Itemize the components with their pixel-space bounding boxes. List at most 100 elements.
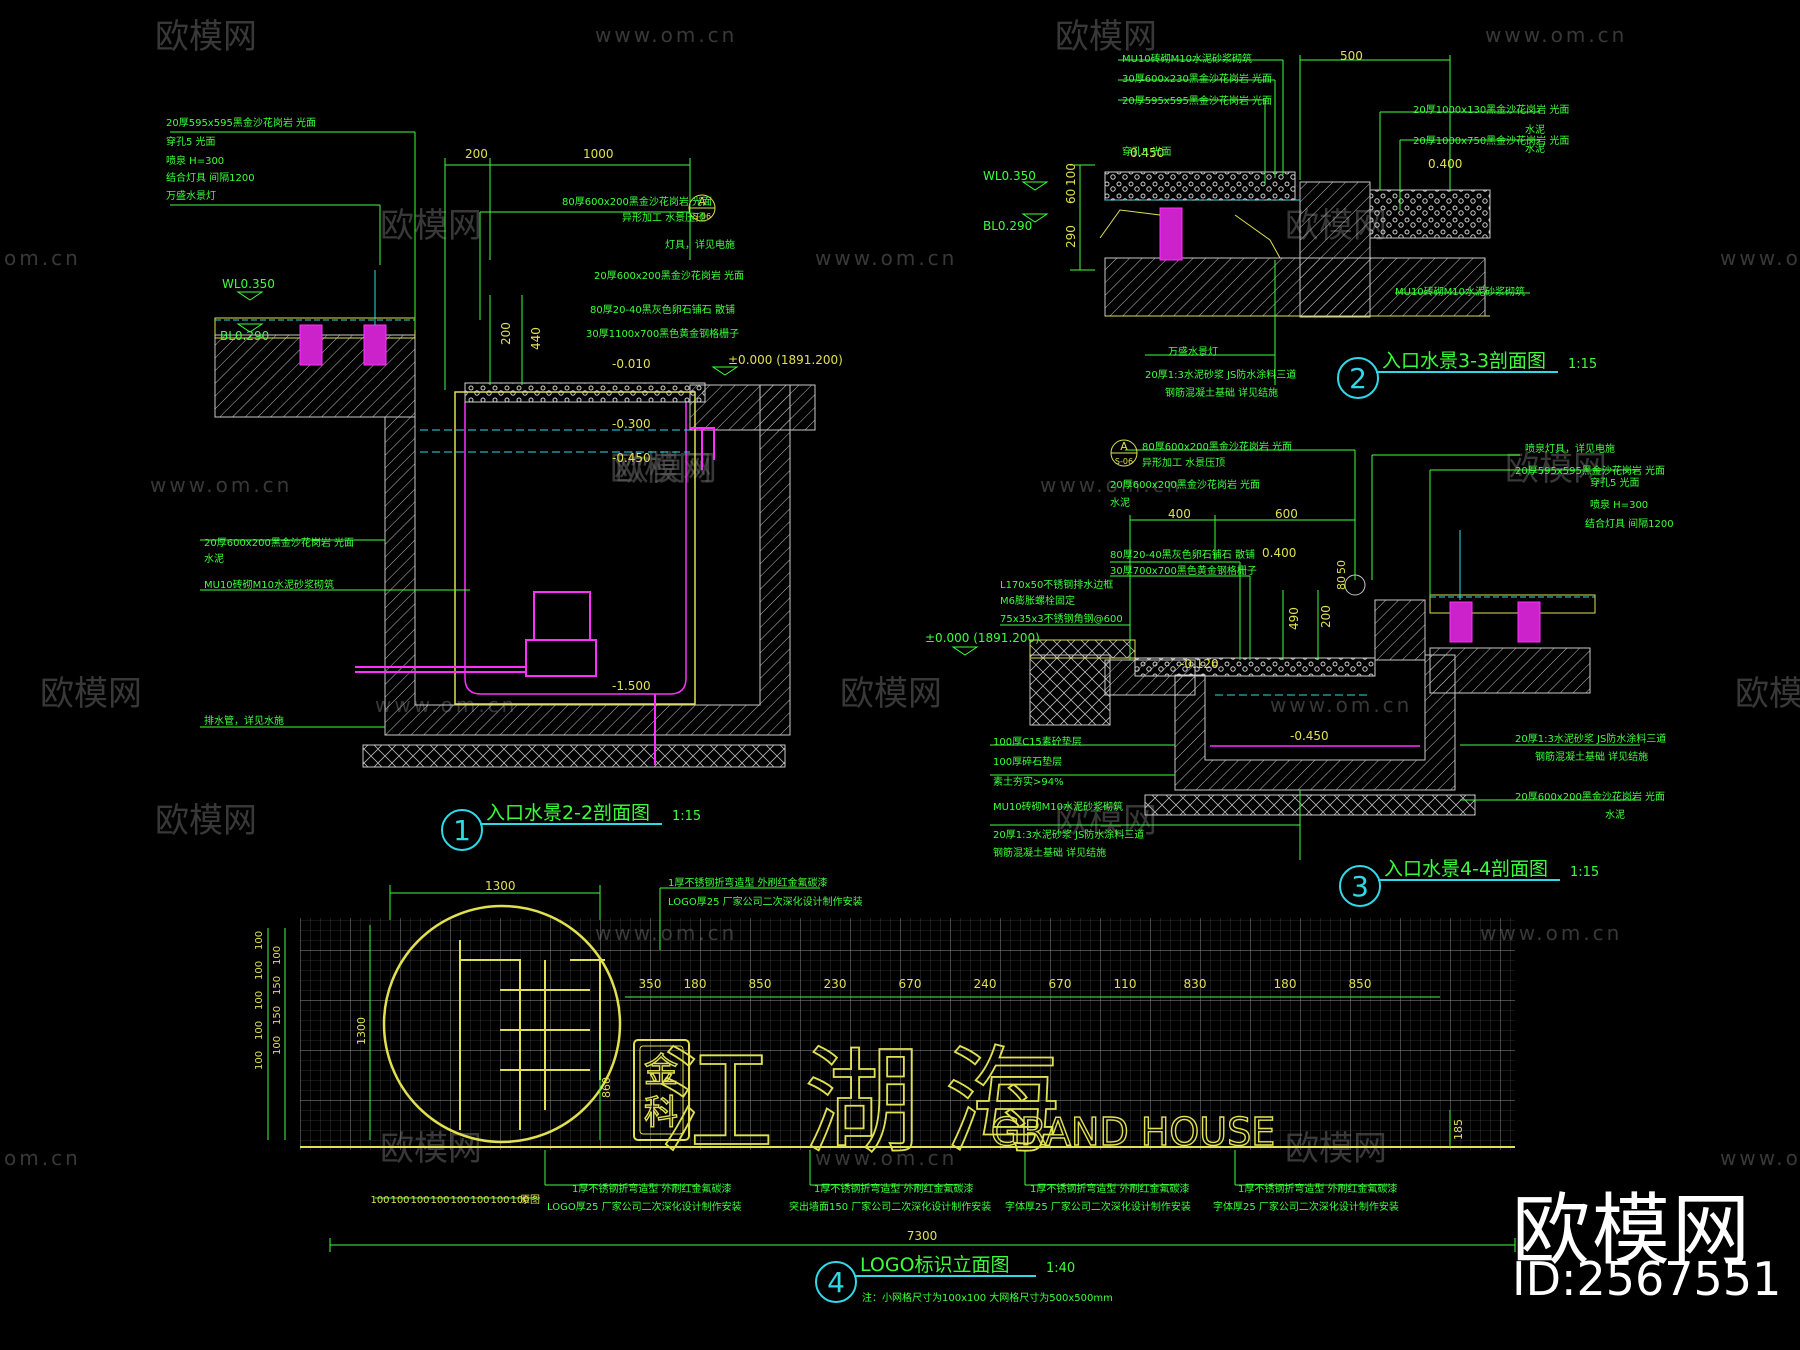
s1-note: 30厚1100x700黑色黄金钢格栅子 <box>586 327 739 340</box>
s4-bottom-note: 1厚不锈钢折弯造型 外刷红金氟碳漆 <box>572 1182 732 1195</box>
s4-bottom-end: 原图 <box>520 1194 540 1206</box>
s3-note: 100厚C15素砼垫层 <box>993 735 1082 748</box>
s1-note: 异形加工 水景压顶 <box>622 212 705 224</box>
s3-note: M6膨胀螺栓固定 <box>1000 594 1075 607</box>
s4-top-dim: 180 <box>1274 977 1297 991</box>
s3-note: 水泥 <box>1110 496 1130 509</box>
s3-level: -0.450 <box>1290 729 1329 743</box>
watermark-url-short: om.cn <box>4 246 81 270</box>
s2-level: WL0.350 <box>983 169 1036 183</box>
s3-note: L170x50不锈钢排水边框 <box>1000 578 1113 591</box>
s3-dim: 50 <box>1335 560 1348 574</box>
s4-scale: 1:40 <box>1046 1261 1075 1276</box>
s1-note: 20厚595x595黑金沙花岗岩 光面 <box>166 116 316 129</box>
s3-number: 3 <box>1351 870 1369 903</box>
watermark-brand: 欧模网 <box>155 801 257 841</box>
s3-number-circle <box>1339 865 1381 907</box>
s4-bottom-note: 字体厚25 厂家公司二次深化设计制作安装 <box>1213 1200 1399 1213</box>
s1-level: -1.500 <box>612 679 651 693</box>
s1-note: 万盛水景灯 <box>166 189 216 202</box>
watermark-brand: 欧模网 <box>1055 17 1157 57</box>
s1-note: 20厚600x200黑金沙花岗岩 光面 <box>204 536 354 549</box>
s4-number: 4 <box>827 1266 845 1299</box>
s3-note: 素土夯实>94% <box>993 775 1064 788</box>
section-2-2-drawing: A S-06 <box>170 131 816 768</box>
s3-dim: 200 <box>1319 605 1333 628</box>
s4-total-width: 7300 <box>907 1229 938 1243</box>
s4-bottom-dim: 100 <box>470 1195 489 1206</box>
s4-top-dim: 240 <box>974 977 997 991</box>
s4-badge-char: 科 <box>644 1093 678 1133</box>
s2-note: 水泥 <box>1525 123 1545 136</box>
s1-level: ±0.000 (1891.200) <box>728 353 843 367</box>
s1-callout-sheet: S-06 <box>693 212 711 221</box>
watermark-brand: 欧模网 <box>1055 801 1157 841</box>
s3-note: 80厚600x200黑金沙花岗岩 光面 <box>1142 440 1292 453</box>
s1-level: WL0.350 <box>222 277 275 291</box>
s4-number-circle <box>815 1261 857 1303</box>
s4-left-dim: 100 <box>254 991 265 1010</box>
watermark-brand: 欧模网 <box>380 206 482 246</box>
s4-top-dim: 850 <box>749 977 772 991</box>
s3-note: 钢筋混凝土基础 详见结施 <box>993 846 1106 859</box>
s1-scale: 1:15 <box>672 809 701 824</box>
s3-note: 20厚600x200黑金沙花岗岩 光面 <box>1515 790 1665 803</box>
watermark-url: www.om.cn <box>1720 246 1800 270</box>
s1-level: -0.300 <box>612 417 651 431</box>
s3-callout-sheet: S-06 <box>1115 457 1133 466</box>
s4-bottom-dim: 100 <box>490 1195 509 1206</box>
s4-top-note: 1厚不锈钢折弯造型 外刷红金氟碳漆 <box>668 876 828 889</box>
s2-dim: 0.400 <box>1428 157 1462 171</box>
s3-note: 30厚700x700黑色黄金钢格栅子 <box>1110 564 1257 577</box>
s4-top-dim: 830 <box>1184 977 1207 991</box>
s1-callout-letter: A <box>698 195 706 208</box>
s2-note: 20厚1000x750黑金沙花岗岩 光面 <box>1413 134 1569 147</box>
s3-note: 穿孔5 光面 <box>1590 476 1640 489</box>
watermark-brand: 欧模网 <box>155 17 257 57</box>
s1-title: 入口水景2-2剖面图 <box>486 802 650 824</box>
s2-note: 20厚595x595黑金沙花岗岩 光面 <box>1122 94 1272 107</box>
s4-bottom-note: 字体厚25 厂家公司二次深化设计制作安装 <box>1005 1200 1191 1213</box>
s2-note: 水泥 <box>1525 142 1545 155</box>
s4-bottom-dim: 100 <box>370 1195 389 1206</box>
s3-level: ±0.000 (1891.200) <box>925 631 1040 645</box>
s2-number-circle <box>1337 357 1379 399</box>
section-3-3-drawing <box>1021 55 1540 385</box>
s3-note: MU10砖砌M10水泥砂浆砌筑 <box>993 800 1123 813</box>
s4-left-dim2: 150 <box>272 1006 283 1025</box>
s3-note: 结合灯具 间隔1200 <box>1585 517 1674 530</box>
s3-note: 80厚20-40黑灰色卵石铺石 散铺 <box>1110 548 1255 561</box>
s3-note: 喷泉灯具，详见电施 <box>1525 442 1615 455</box>
s4-top-dim: 850 <box>1349 977 1372 991</box>
watermark-url: www.om.cn <box>815 246 957 270</box>
s4-top-dim: 1300 <box>485 879 516 893</box>
section-4-4-drawing: A S-06 <box>951 439 1640 860</box>
s4-height-dim: 1300 <box>355 1017 368 1045</box>
watermark-brand: 欧模网 <box>840 674 942 714</box>
s3-note: 75x35x3不锈钢角钢@600 <box>1000 612 1123 625</box>
s2-scale: 1:15 <box>1568 357 1597 372</box>
watermark-url: www.om.cn <box>150 473 292 497</box>
s2-number: 2 <box>1349 362 1367 395</box>
brand-id-text: ID:2567551 <box>1512 1252 1782 1306</box>
s3-note: 20厚600x200黑金沙花岗岩 光面 <box>1110 478 1260 491</box>
s4-en-height: 185 <box>1452 1119 1465 1140</box>
watermark-url: www.om.cn <box>1485 23 1627 47</box>
s4-title: LOGO标识立面图 <box>860 1254 1010 1276</box>
watermark-url: www.om.cn <box>1270 693 1412 717</box>
s3-dim: 400 <box>1168 507 1191 521</box>
s4-bottom-note: 1厚不锈钢折弯造型 外刷红金氟碳漆 <box>1238 1182 1398 1195</box>
watermark-brand: 欧模网 <box>615 449 717 489</box>
s2-note: 钢筋混凝土基础 详见结施 <box>1165 386 1278 399</box>
s3-callout-letter: A <box>1120 440 1128 453</box>
s2-note: 30厚600x230黑金沙花岗岩 光面 <box>1122 72 1272 85</box>
s4-logo-char: 湖 <box>804 1035 920 1170</box>
s1-note: 喷泉 H=300 <box>166 154 224 167</box>
s2-title: 入口水景3-3剖面图 <box>1382 350 1546 372</box>
s4-char-height: 860 <box>600 1077 613 1098</box>
s4-bottom-dim: 100 <box>390 1195 409 1206</box>
s4-left-dim: 100 <box>254 1051 265 1070</box>
s3-note: 20厚1:3水泥砂浆 JS防水涂料三道 <box>993 828 1144 841</box>
s4-bottom-dim: 100 <box>430 1195 449 1206</box>
